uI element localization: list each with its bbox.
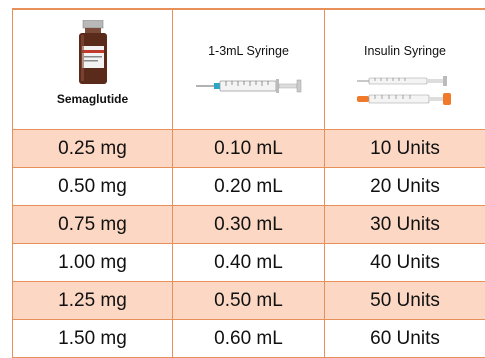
- units-cell: 50 Units: [370, 289, 440, 311]
- table-row: 1.00 mg 0.40 mL 40 Units: [12, 244, 485, 282]
- units-cell: 10 Units: [370, 137, 440, 159]
- syringe-1-3ml-label: 1-3mL Syringe: [208, 44, 289, 58]
- units-cell: 20 Units: [370, 175, 440, 197]
- ml-cell: 0.50 mL: [173, 282, 325, 319]
- dose-cell: 0.75 mg: [12, 206, 173, 243]
- ml-cell: 0.60 mL: [173, 320, 325, 357]
- dose-cell: 0.25 mg: [12, 130, 173, 167]
- ml-cell: 0.10 mL: [173, 130, 325, 167]
- table-header-row: Semaglutide 1-3mL Syringe Insulin Syri: [12, 10, 485, 130]
- dose-cell: 1.00 mg: [12, 244, 173, 281]
- ml-cell: 0.40 mL: [173, 244, 325, 281]
- units-cell: 40 Units: [370, 251, 440, 273]
- insulin-syringe-label: Insulin Syringe: [364, 44, 446, 58]
- table-row: 0.50 mg 0.20 mL 20 Units: [12, 168, 485, 206]
- dose-cell: 1.25 mg: [12, 282, 173, 319]
- dose-cell: 1.50 mg: [12, 320, 173, 357]
- units-cell: 60 Units: [370, 327, 440, 349]
- table-row: 1.25 mg 0.50 mL 50 Units: [12, 282, 485, 320]
- dosage-table: Semaglutide 1-3mL Syringe Insulin Syri: [12, 8, 485, 358]
- ml-cell: 0.20 mL: [173, 168, 325, 205]
- header-cell-semaglutide: Semaglutide: [12, 10, 173, 129]
- standard-syringe-icon: [195, 79, 301, 93]
- dose-cell: 0.50 mg: [12, 168, 173, 205]
- table-row: 0.25 mg 0.10 mL 10 Units: [12, 130, 485, 168]
- header-cell-insulin-syringe: Insulin Syringe: [325, 10, 485, 129]
- units-cell: 30 Units: [370, 213, 440, 235]
- table-row: 1.50 mg 0.60 mL 60 Units: [12, 320, 485, 358]
- semaglutide-label: Semaglutide: [56, 92, 129, 106]
- medication-vial-icon: [78, 20, 107, 84]
- insulin-syringe-icon: [357, 76, 451, 105]
- ml-cell: 0.30 mL: [173, 206, 325, 243]
- header-cell-1-3ml-syringe: 1-3mL Syringe: [173, 10, 325, 129]
- table-row: 0.75 mg 0.30 mL 30 Units: [12, 206, 485, 244]
